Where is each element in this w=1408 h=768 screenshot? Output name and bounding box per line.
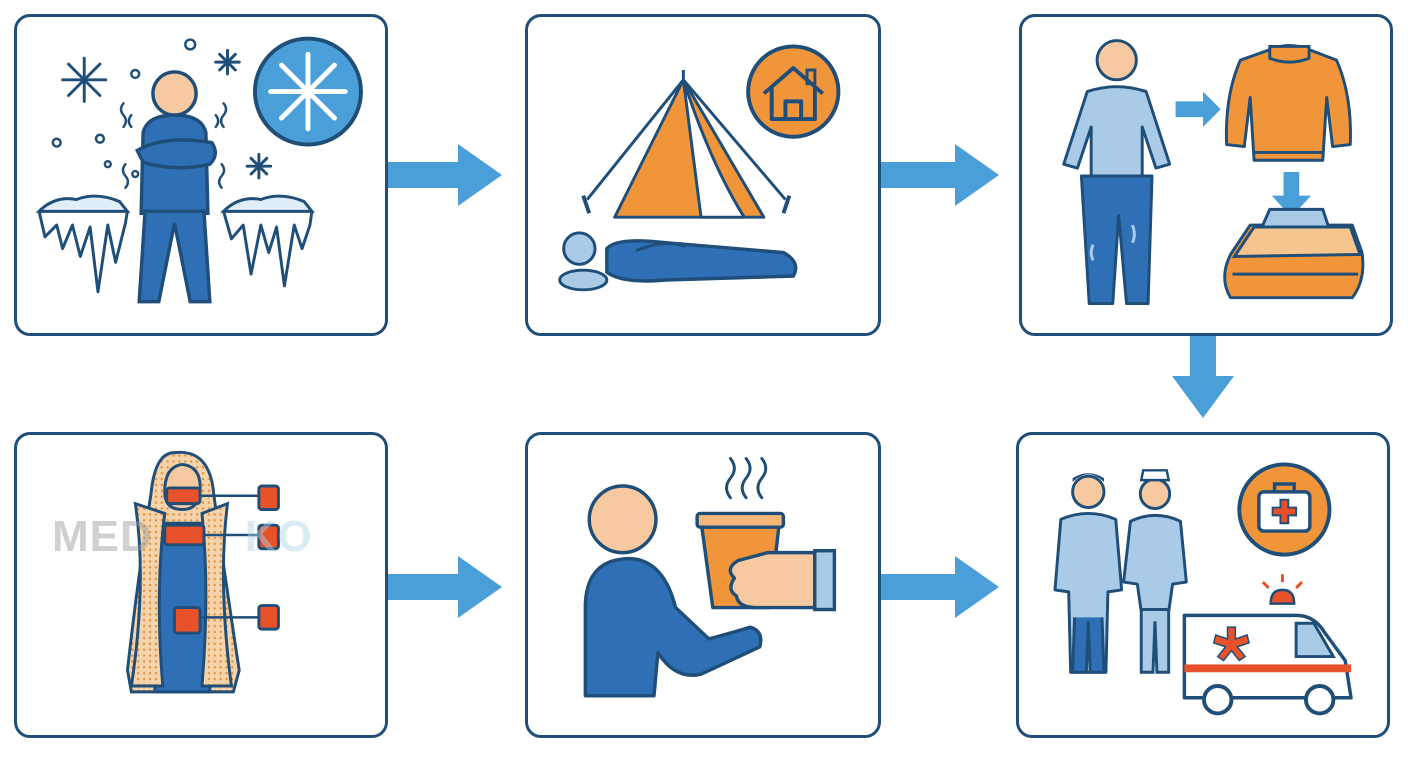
arrow-down — [1172, 336, 1234, 418]
change-dry-clothes-icon — [1062, 39, 1365, 306]
snowflake-icon — [245, 152, 273, 180]
arrow-right — [388, 144, 502, 206]
heat-pack-icon — [163, 484, 280, 635]
arrow-right — [881, 144, 999, 206]
snowflake-icon — [214, 48, 241, 76]
snowflake-icon — [61, 56, 108, 103]
medical-help-icon — [1053, 462, 1353, 716]
step-cold-exposure-panel — [14, 14, 388, 336]
blanket-heat-packs-icon — [125, 450, 280, 694]
step-medical-help-panel — [1016, 432, 1390, 738]
cold-person-icon — [35, 36, 363, 304]
arrow-right — [388, 556, 502, 618]
house-badge — [746, 44, 841, 139]
arrow-right — [881, 556, 999, 618]
step-dry-clothes-panel — [1019, 14, 1393, 336]
step-shelter-panel — [525, 14, 881, 336]
shelter-tent-icon — [558, 44, 841, 292]
warm-drink-icon — [583, 457, 837, 698]
step-blanket-heat-packs-panel — [14, 432, 388, 738]
step-warm-drink-panel — [525, 432, 881, 738]
